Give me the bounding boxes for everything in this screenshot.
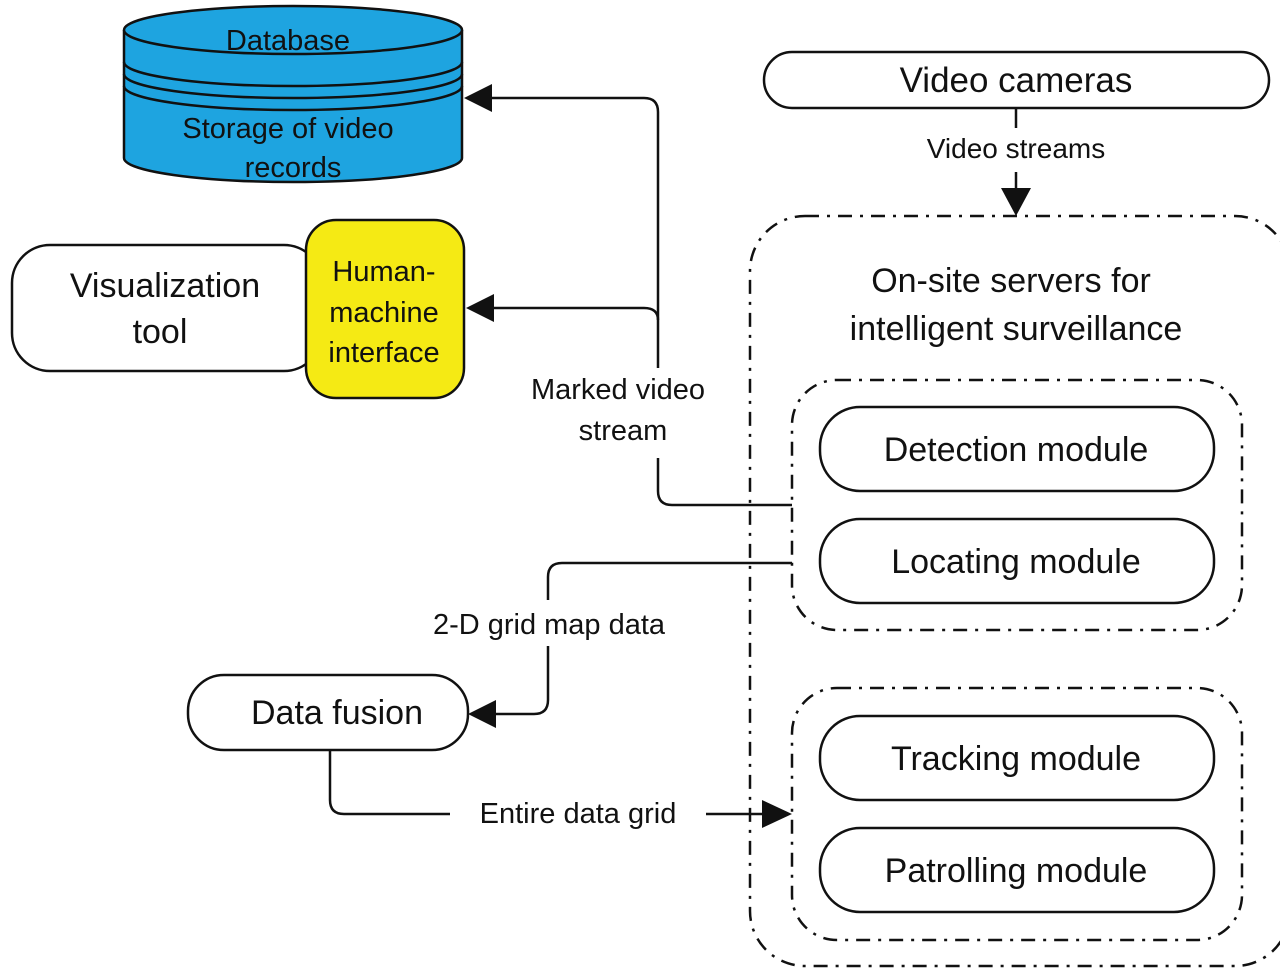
entire-grid-line-left [328,750,450,816]
tracking-module-label: Tracking module [891,740,1141,778]
database-body [122,30,464,184]
database-node: Database Storage of video records [122,4,464,184]
marked-stream-line-hmi [492,306,660,321]
database-top [122,4,464,56]
onsite-servers-border [748,214,1280,968]
grid-map-line-lower [496,646,550,716]
database-disk-line [122,61,464,88]
detection-module-box [818,405,1216,493]
hmi-node: Human- machine interface [304,218,466,400]
data-fusion-label: Data fusion [251,694,423,732]
database-label-line2: records [245,152,342,184]
grid-map-data-label: 2-D grid map data [433,609,666,641]
hmi-arrowhead [466,294,494,322]
hmi-label-line1: Human- [332,256,435,288]
tracking-module-box [818,714,1216,802]
marked-video-stream-edge: Marked video stream [464,84,792,507]
database-title: Database [226,25,350,57]
lower-group-arrowhead [762,800,792,828]
onsite-servers-label-line2: intelligent surveillance [850,310,1183,348]
hmi-box [304,218,466,400]
onsite-servers-container: On-site servers for intelligent surveill… [748,214,1280,968]
data-fusion-node: Data fusion [186,673,470,752]
patrolling-module-box [818,826,1216,914]
video-streams-arrowhead [1001,188,1031,216]
marked-stream-line-upper [490,96,660,368]
video-streams-label: Video streams [927,133,1105,164]
grid-map-data-edge: 2-D grid map data [433,561,792,728]
visualization-tool-label-line1: Visualization [70,267,260,305]
video-cameras-label: Video cameras [900,61,1133,100]
video-streams-edge: Video streams [927,108,1105,216]
data-fusion-box [186,673,470,752]
marked-stream-line-lower [656,458,792,507]
marked-video-stream-label-line2: stream [579,415,668,447]
visualization-tool-label-line2: tool [133,313,188,351]
upper-module-group: Detection module Locating module [790,378,1244,632]
hmi-label-line2: machine [329,297,439,329]
entire-data-grid-label: Entire data grid [480,798,677,830]
video-cameras-node: Video cameras [762,50,1271,110]
patrolling-module-label: Patrolling module [885,852,1148,890]
visualization-tool-box [10,243,324,373]
locating-module-label: Locating module [891,543,1141,581]
grid-map-line-upper [546,561,792,600]
entire-data-grid-edge: Entire data grid [328,750,792,830]
locating-module-box [818,517,1216,605]
marked-video-stream-label-line1: Marked video [531,374,705,406]
data-fusion-arrowhead [468,700,496,728]
hmi-label-line3: interface [328,337,439,369]
onsite-servers-label-line1: On-site servers for [871,262,1151,300]
database-arrowhead [464,84,492,112]
visualization-tool-node: Visualization tool [10,243,324,373]
database-label-line1: Storage of video [182,113,393,145]
detection-module-label: Detection module [884,431,1149,469]
database-disk-line [122,85,464,112]
database-disk-line [122,73,464,100]
lower-module-group: Tracking module Patrolling module [790,686,1244,942]
